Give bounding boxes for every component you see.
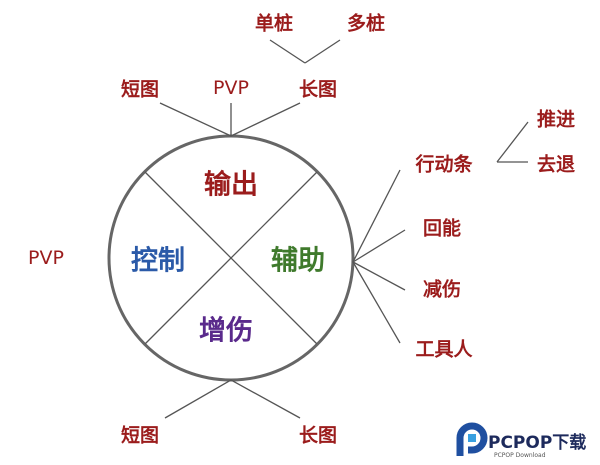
label-long-bottom: 长图 xyxy=(298,424,338,447)
label-short-bottom: 短图 xyxy=(120,424,160,447)
label-long: 长图 xyxy=(298,78,338,101)
quadrant-damage: 增伤 xyxy=(199,315,253,347)
quadrant-assist: 辅助 xyxy=(271,245,325,277)
label-reduce-dmg: 减伤 xyxy=(422,278,462,301)
connector xyxy=(159,102,232,137)
connector xyxy=(352,229,406,263)
label-energy: 回能 xyxy=(422,217,462,240)
quadrant-output: 输出 xyxy=(204,169,258,201)
connector xyxy=(230,379,301,419)
connector xyxy=(164,379,232,419)
logo-icon xyxy=(456,422,488,456)
connector xyxy=(352,169,401,263)
divider xyxy=(144,171,318,345)
label-pull: 去退 xyxy=(536,153,576,176)
label-tool: 工具人 xyxy=(415,338,473,361)
connector xyxy=(304,39,341,64)
label-short: 短图 xyxy=(120,78,160,101)
connector xyxy=(352,261,401,344)
connector xyxy=(230,102,301,137)
label-pvp: PVP xyxy=(213,77,249,99)
label-push: 推进 xyxy=(536,108,576,131)
connector xyxy=(269,39,306,64)
label-action-bar: 行动条 xyxy=(415,153,473,176)
quadrant-control: 控制 xyxy=(131,245,185,277)
label-single: 单桩 xyxy=(254,12,294,35)
watermark-logo: PCPOP下载 PCPOP Download xyxy=(456,422,587,459)
connector xyxy=(496,121,529,163)
logo-subtext: PCPOP Download xyxy=(494,452,546,459)
label-pvp-left: PVP xyxy=(28,247,64,269)
logo-text: PCPOP下载 xyxy=(488,432,587,453)
label-multi: 多桩 xyxy=(346,12,386,35)
connector xyxy=(352,261,406,291)
